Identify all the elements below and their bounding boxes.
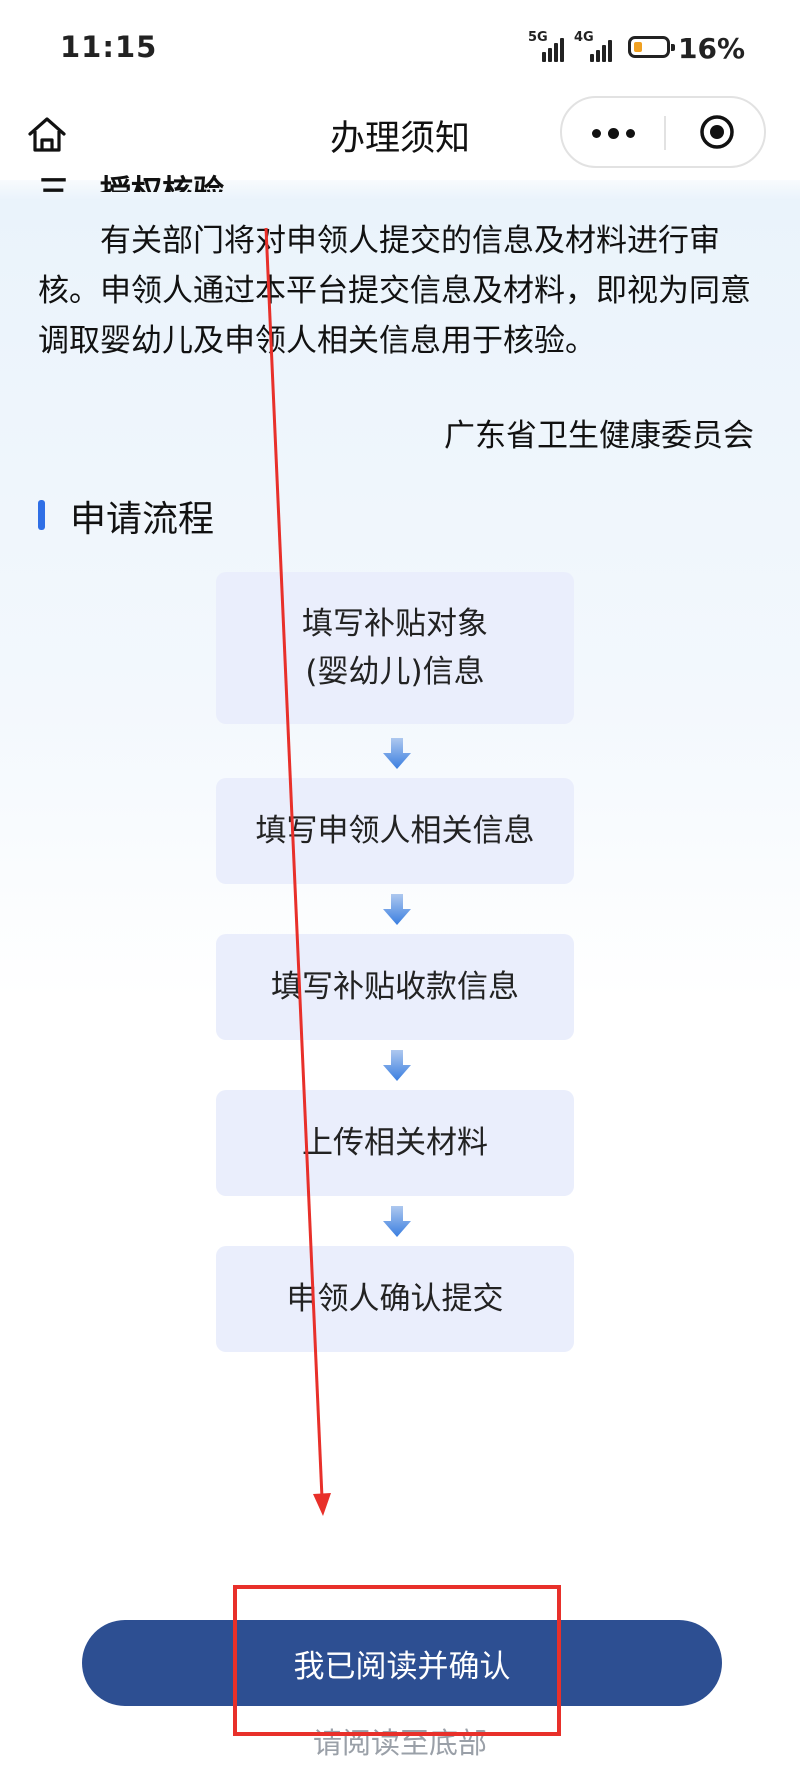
step-5-label: 申领人确认提交 bbox=[286, 1281, 504, 1317]
home-icon[interactable] bbox=[24, 112, 70, 158]
arrow-down-icon bbox=[383, 1050, 411, 1081]
arrow-down-icon bbox=[383, 894, 411, 925]
network-5g-label: 5G bbox=[528, 30, 548, 45]
process-step-1: 填写补贴对象 (婴幼儿)信息 bbox=[216, 572, 574, 724]
step-3-label: 填写补贴收款信息 bbox=[271, 969, 519, 1005]
arrow-down-icon bbox=[383, 1206, 411, 1237]
process-step-3: 填写补贴收款信息 bbox=[216, 934, 574, 1040]
step-1-line-1: 填写补贴对象 bbox=[302, 606, 488, 642]
process-step-2: 填写申领人相关信息 bbox=[216, 778, 574, 884]
status-bar: 11:15 5G 4G 16% bbox=[0, 0, 800, 100]
confirm-read-button[interactable]: 我已阅读并确认 bbox=[82, 1620, 722, 1706]
battery-level bbox=[634, 42, 642, 52]
process-step-5: 申领人确认提交 bbox=[216, 1246, 574, 1352]
mini-program-capsule bbox=[560, 96, 766, 168]
step-1-line-2: (婴幼儿)信息 bbox=[305, 654, 485, 690]
more-icon[interactable] bbox=[562, 98, 664, 166]
arrow-down-icon bbox=[383, 738, 411, 769]
status-time: 11:15 bbox=[60, 30, 158, 64]
confirm-button-label: 我已阅读并确认 bbox=[293, 1648, 511, 1685]
section-accent-bar bbox=[38, 500, 45, 530]
signal-4g-icon: 4G bbox=[574, 30, 618, 62]
page-title: 办理须知 bbox=[329, 119, 470, 159]
step-4-label: 上传相关材料 bbox=[302, 1125, 488, 1161]
signal-5g-icon: 5G bbox=[528, 30, 566, 62]
network-4g-label: 4G bbox=[574, 30, 594, 45]
battery-percent: 16% bbox=[678, 32, 746, 65]
authorization-paragraph: 有关部门将对申领人提交的信息及材料进行审核。申领人通过本平台提交信息及材料，即视… bbox=[38, 223, 751, 359]
step-2-label: 填写申领人相关信息 bbox=[255, 813, 535, 849]
process-step-4: 上传相关材料 bbox=[216, 1090, 574, 1196]
signature: 广东省卫生健康委员会 bbox=[444, 418, 754, 454]
target-icon[interactable] bbox=[698, 113, 736, 151]
capsule-divider bbox=[664, 116, 666, 150]
scroll-hint: 请阅读至底部 bbox=[312, 1726, 487, 1760]
battery-icon bbox=[628, 36, 675, 58]
section-heading-authorization: 三、授权核验 bbox=[38, 174, 224, 192]
section-title-text: 申请流程 bbox=[70, 499, 215, 540]
